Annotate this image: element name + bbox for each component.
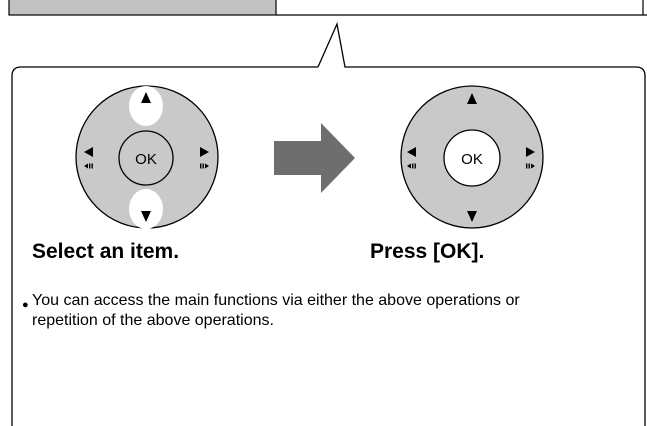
- note-text: You can access the main functions via ei…: [32, 292, 520, 329]
- right-arrow-icon: [274, 123, 355, 193]
- remote-pad-select: OK: [75, 85, 219, 229]
- ok-key-label: OK: [135, 151, 157, 168]
- left-triangle-icon: [407, 147, 416, 157]
- right-triangle-icon: [200, 147, 209, 157]
- down-triangle-icon: [141, 211, 151, 222]
- right-triangle-icon: [526, 147, 535, 157]
- rewind-icon: [407, 163, 416, 169]
- select-item-caption: Select an item.: [32, 240, 180, 263]
- forward-icon: [526, 163, 535, 169]
- ok-key: [118, 130, 174, 186]
- forward-icon: [200, 163, 209, 169]
- bullet-icon: ●: [22, 299, 29, 311]
- up-key-highlight: [129, 86, 163, 126]
- press-ok-caption: Press [OK].: [370, 240, 485, 263]
- down-triangle-icon: [467, 211, 477, 222]
- rewind-icon: [84, 163, 93, 169]
- top-tab-bar: [8, 0, 647, 16]
- note: ● You can access the main functions via …: [22, 291, 582, 331]
- down-key-highlight: [129, 189, 163, 229]
- callout-balloon: [11, 21, 646, 426]
- ok-key: [443, 129, 501, 187]
- remote-pad-press: OK: [400, 85, 544, 229]
- up-triangle-icon: [141, 92, 151, 103]
- ok-key-label: OK: [461, 151, 483, 168]
- left-triangle-icon: [84, 147, 93, 157]
- up-triangle-icon: [467, 93, 477, 104]
